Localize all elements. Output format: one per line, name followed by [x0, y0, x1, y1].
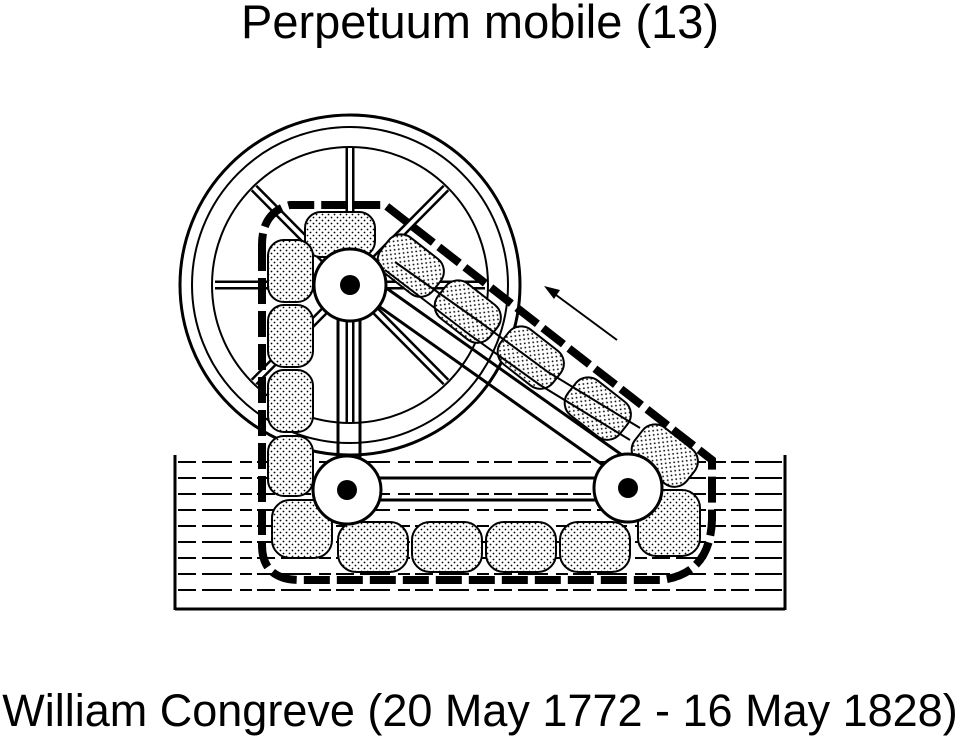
- pulleys: [311, 247, 664, 526]
- pulley-top: [312, 247, 388, 323]
- pulley-bottom-left: [311, 454, 383, 526]
- pulley-bottom-right: [592, 452, 664, 524]
- caption: William Congreve (20 May 1772 - 16 May 1…: [2, 685, 958, 736]
- chain-of-sponges: [258, 201, 716, 584]
- page-title: Perpetuum mobile (13): [240, 0, 720, 48]
- triangular-frame: [336, 261, 641, 502]
- direction-arrow: [544, 286, 618, 341]
